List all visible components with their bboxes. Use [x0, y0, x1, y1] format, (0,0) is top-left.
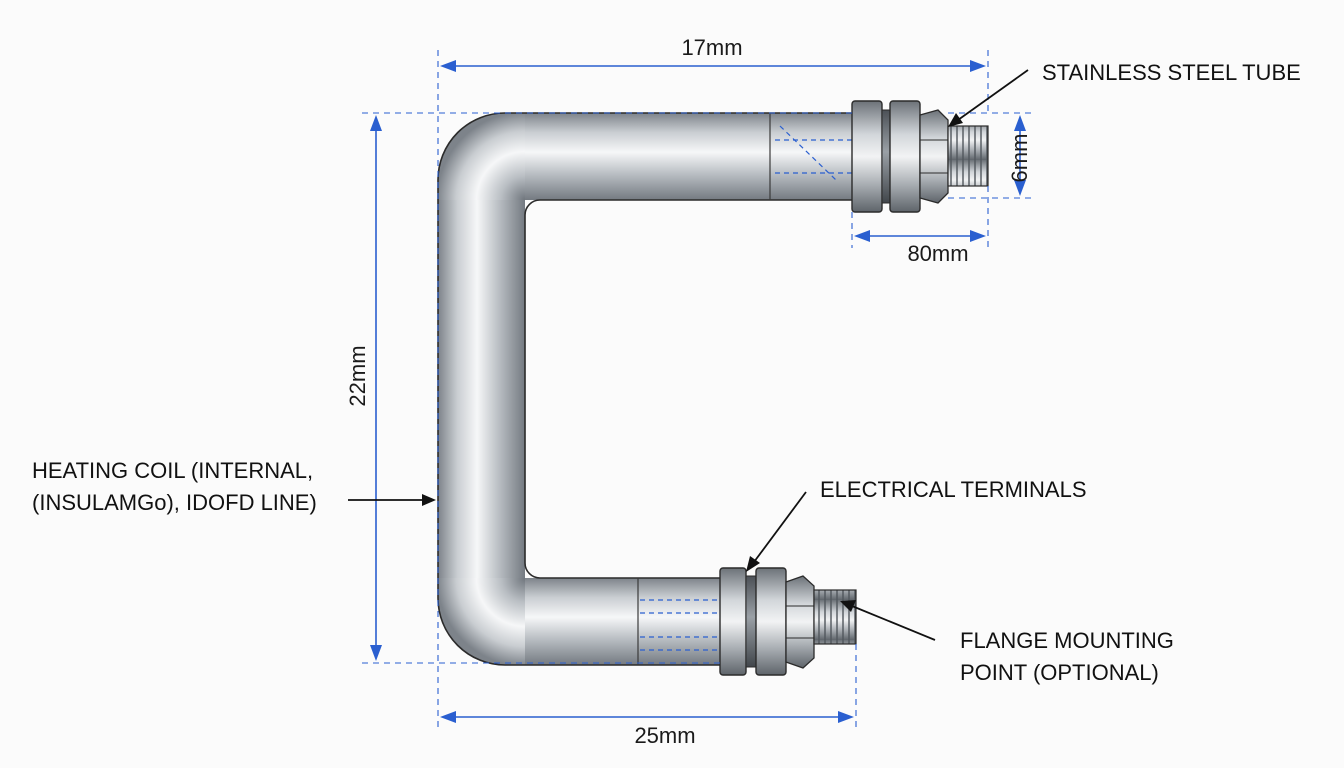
tube-top-bend: [438, 113, 525, 200]
dim-fitting-length: 80mm: [907, 241, 968, 266]
tube-top-section: [525, 113, 855, 200]
tube-bottom-section: [525, 578, 725, 665]
dim-top-width: 17mm: [681, 35, 742, 60]
callout-electrical-terminals: ELECTRICAL TERMINALS: [820, 477, 1087, 502]
top-hex-nut: [919, 109, 949, 204]
dim-end-height: 6mm: [1007, 134, 1032, 183]
bottom-thread: [813, 589, 857, 645]
top-terminal-fitting: [851, 100, 989, 213]
extension-lines: [362, 50, 1035, 730]
tube-bottom-bend: [438, 578, 525, 665]
callout-heating-coil-line1: HEATING COIL (INTERNAL,: [32, 458, 313, 483]
callout-stainless-tube: STAINLESS STEEL TUBE: [1042, 60, 1301, 85]
top-nut: [889, 100, 921, 213]
top-flange-ring: [851, 100, 883, 213]
internal-coil-lines: [640, 125, 855, 651]
bottom-flange-ring: [719, 567, 747, 676]
dim-bottom-width: 25mm: [634, 723, 695, 748]
callout-flange-line1: FLANGE MOUNTING: [960, 628, 1174, 653]
top-thread: [947, 125, 989, 187]
tube-left-section: [438, 200, 525, 578]
dimension-lines: [370, 60, 1026, 723]
callout-flange-line2: POINT (OPTIONAL): [960, 660, 1159, 685]
bottom-hex-nut: [785, 575, 815, 669]
steel-tube: [437, 112, 855, 666]
callout-heating-coil-line2: (INSULAMGo), IDOFD LINE): [32, 490, 317, 515]
dim-overall-height: 22mm: [345, 345, 370, 406]
bottom-terminal-fitting: [719, 567, 857, 676]
bottom-nut: [755, 567, 787, 676]
leader-lines: [348, 69, 1029, 641]
